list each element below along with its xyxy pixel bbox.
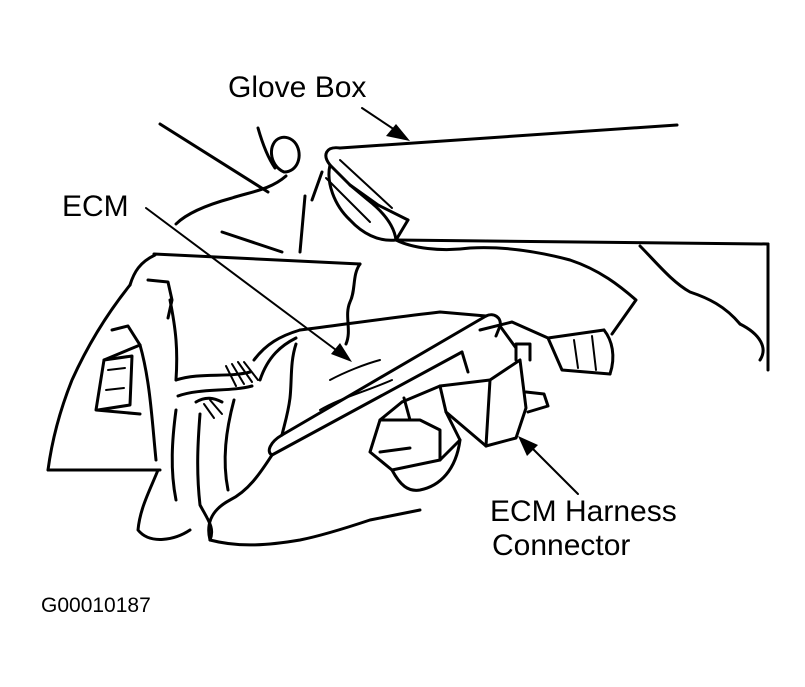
glove-box-drawing (324, 123, 770, 246)
dash-outline (128, 122, 770, 372)
wiring-harness-drawing (136, 328, 302, 542)
ecm-unit-drawing (207, 310, 518, 547)
figure-id: G00010187 (41, 594, 151, 617)
glove-box-leader (361, 107, 410, 141)
side-panel-drawing (46, 278, 179, 472)
connector-leader (518, 436, 579, 495)
glove-box-label: Glove Box (228, 71, 367, 104)
connector-label-line2: Connector (492, 529, 631, 562)
connector-label-line1: ECM Harness (490, 495, 677, 528)
harness-connector-drawing (368, 320, 615, 492)
ecm-leader (145, 207, 352, 362)
ecm-label: ECM (62, 190, 129, 223)
